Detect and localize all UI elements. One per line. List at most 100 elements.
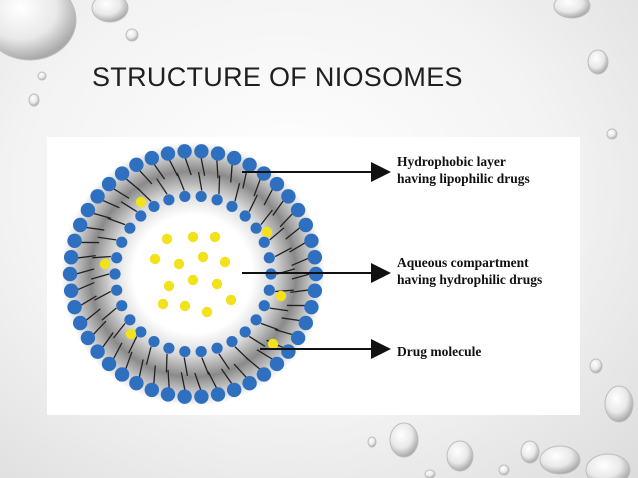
hydrophobic-tail <box>233 363 248 379</box>
head-group <box>194 389 209 404</box>
drug-molecule <box>225 294 237 306</box>
hydrophobic-tail <box>165 353 168 373</box>
droplet <box>389 422 419 458</box>
head-group <box>129 157 144 172</box>
hydrophobic-tail <box>138 169 153 185</box>
head-group <box>67 233 82 249</box>
head-group <box>90 189 105 204</box>
head-group <box>111 284 123 296</box>
head-group <box>210 387 226 402</box>
head-group <box>263 252 275 264</box>
drug-molecule <box>179 300 191 312</box>
hydrophobic-tail <box>201 357 210 376</box>
head-group <box>62 266 78 282</box>
hydrophobic-tail <box>234 346 249 361</box>
head-group <box>177 389 192 404</box>
head-group <box>90 344 105 359</box>
head-group <box>269 176 285 192</box>
bilayer-shading <box>61 142 325 406</box>
hydrophobic-tail <box>101 332 114 349</box>
drug-molecule <box>275 290 287 302</box>
drug-molecule <box>161 233 173 245</box>
droplet <box>539 445 581 475</box>
hydrophobic-tail <box>197 172 203 191</box>
head-group <box>258 300 270 312</box>
hydrophobic-tail <box>200 157 206 176</box>
hydrophobic-tail <box>281 317 301 322</box>
head-group <box>72 217 88 233</box>
hydrophobic-tail <box>234 183 241 202</box>
head-group <box>307 250 323 265</box>
head-group <box>281 344 296 359</box>
head-group <box>129 376 144 391</box>
head-group <box>160 146 176 161</box>
hydrophobic-tail <box>101 199 120 209</box>
label-aqueous-compartment: Aqueous compartment having hydrophilic d… <box>397 254 542 288</box>
droplet <box>91 0 129 23</box>
hydrophobic-tail <box>220 368 233 385</box>
hydrophobic-tail <box>97 236 117 241</box>
hydrophobic-tail <box>279 212 294 228</box>
hydrophobic-tail <box>156 178 168 195</box>
hydrophobic-tail <box>101 307 117 321</box>
droplet <box>587 49 609 75</box>
head-group <box>101 176 117 192</box>
head-group <box>72 315 88 331</box>
head-group <box>163 342 175 354</box>
hydrophobic-tail <box>113 322 126 339</box>
hydrophobic-tail <box>92 212 112 220</box>
head-group <box>111 252 123 264</box>
drug-molecule <box>219 256 231 268</box>
head-group <box>256 166 272 181</box>
drug-molecule <box>201 306 213 318</box>
head-group <box>124 314 136 326</box>
hydrophobic-tail <box>216 159 219 179</box>
head-group <box>239 210 251 222</box>
hydrophobic-tail <box>285 226 301 240</box>
hydrophobic-tail <box>290 289 309 294</box>
niosome-diagram-panel: Hydrophobic layer having lipophilic drug… <box>47 137 580 415</box>
hydrophobic-tail <box>94 290 112 301</box>
head-group <box>109 268 121 280</box>
drug-molecule <box>187 231 199 243</box>
hydrophobic-tail <box>167 369 170 389</box>
head-group <box>177 144 192 159</box>
head-group <box>144 382 160 398</box>
droplet <box>604 385 634 423</box>
head-group <box>304 233 319 249</box>
hydrophobic-tails <box>75 157 311 391</box>
hydrophobic-tail <box>92 320 107 336</box>
head-group <box>298 315 314 331</box>
head-group <box>195 190 207 203</box>
drug-molecule <box>173 258 185 270</box>
head-group <box>226 335 238 348</box>
label-drug-line: Drug molecule <box>397 344 482 359</box>
hydrophobic-tail <box>248 335 266 347</box>
hydrophobic-tail <box>184 157 192 176</box>
label-drug-molecule: Drug molecule <box>397 343 481 360</box>
hydrophobic-tail <box>153 163 166 180</box>
hydrophobic-tail <box>260 322 279 331</box>
hydrophobic-tail <box>124 351 133 370</box>
droplet <box>606 128 618 140</box>
slide-title: STRUCTURE OF NIOSOMES <box>92 62 463 92</box>
head-group <box>160 387 176 402</box>
head-group <box>242 157 257 172</box>
head-group <box>304 299 319 315</box>
head-group <box>242 376 257 391</box>
head-group <box>116 300 128 312</box>
hydrophobic-tail <box>253 178 262 197</box>
head-group <box>80 202 96 218</box>
head-group <box>307 283 323 298</box>
head-group <box>144 150 160 166</box>
droplet <box>498 464 510 476</box>
label-aqueous-line1: Aqueous compartment <box>397 255 529 270</box>
head-group <box>101 356 117 372</box>
head-group <box>226 382 242 398</box>
hydrophobic-tail <box>260 209 273 226</box>
hydrophobic-tail <box>194 372 202 391</box>
head-group <box>135 326 147 338</box>
head-group <box>135 210 147 222</box>
hydrophobic-tail <box>291 273 311 280</box>
